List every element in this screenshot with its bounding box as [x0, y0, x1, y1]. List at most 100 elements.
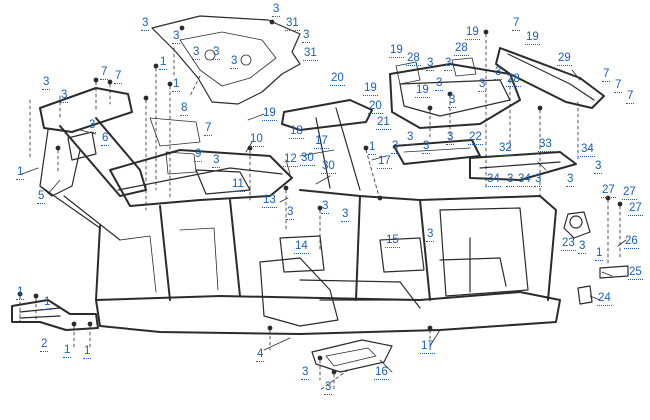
callout-19: 19: [415, 84, 430, 98]
callout-19: 19: [465, 26, 480, 40]
callout-16: 16: [374, 366, 389, 380]
leader-lines: [21, 69, 627, 373]
callout-1: 1: [63, 344, 72, 358]
callout-1: 1: [159, 56, 168, 70]
callout-13: 13: [262, 194, 277, 208]
callout-27: 27: [601, 184, 616, 198]
callout-3: 3: [230, 55, 239, 69]
callout-1: 1: [16, 166, 25, 180]
left-front-frame-section: [29, 87, 147, 241]
callout-3: 3: [341, 208, 350, 222]
callout-18: 18: [289, 125, 304, 139]
callout-33: 33: [538, 138, 553, 152]
rear-rack: [495, 47, 605, 161]
callout-3: 3: [448, 94, 457, 108]
callout-3: 3: [302, 29, 311, 43]
callout-3: 3: [506, 173, 515, 187]
callout-11: 11: [231, 178, 245, 192]
callout-23: 23: [561, 237, 576, 251]
callout-34: 34: [580, 143, 595, 157]
callout-3: 3: [594, 160, 603, 174]
callout-17: 17: [377, 155, 392, 169]
bolts: [17, 19, 623, 375]
callout-6: 6: [101, 132, 110, 146]
callout-20: 20: [368, 100, 383, 114]
callout-24: 24: [597, 292, 612, 306]
callout-3: 3: [422, 140, 431, 154]
callout-22: 22: [468, 131, 483, 145]
callout-3: 3: [272, 3, 281, 17]
callout-15: 15: [385, 234, 400, 248]
callout-28: 28: [506, 73, 521, 87]
callout-17: 17: [420, 340, 435, 354]
callout-10: 10: [249, 133, 264, 147]
callout-2: 2: [40, 338, 49, 352]
callout-3: 3: [88, 119, 97, 133]
callout-17: 17: [314, 135, 329, 149]
callout-3: 3: [426, 57, 435, 71]
callout-7: 7: [204, 122, 213, 136]
callout-3: 3: [391, 140, 400, 154]
callout-26: 26: [624, 235, 639, 249]
callout-3: 3: [321, 200, 330, 214]
callout-28: 28: [406, 52, 421, 66]
rear-brace: [469, 151, 577, 181]
callout-20: 20: [330, 72, 345, 86]
callout-3: 3: [444, 57, 453, 71]
callout-3: 3: [324, 381, 333, 395]
callout-3: 3: [212, 154, 221, 168]
callout-3: 3: [426, 228, 435, 242]
callout-9: 9: [194, 148, 203, 162]
callout-7: 7: [626, 90, 635, 104]
callout-27: 27: [628, 202, 643, 216]
callout-4: 4: [256, 348, 265, 362]
callout-3: 3: [494, 66, 503, 80]
callout-3: 3: [301, 366, 310, 380]
callout-3: 3: [406, 131, 415, 145]
callout-3: 3: [435, 77, 444, 91]
callout-25: 25: [628, 266, 643, 280]
main-chassis: [95, 189, 561, 335]
callout-1: 1: [83, 345, 92, 359]
skid-plate: [311, 339, 393, 373]
callout-19: 19: [262, 107, 277, 121]
callout-1: 1: [16, 286, 25, 300]
callout-1: 1: [43, 296, 52, 310]
callout-19: 19: [389, 44, 404, 58]
callout-8: 8: [180, 102, 189, 116]
callout-12: 12: [283, 153, 298, 167]
rear-sub-frame: [389, 57, 521, 129]
callout-31: 31: [285, 17, 300, 31]
callout-7: 7: [100, 66, 109, 80]
callout-1: 1: [172, 78, 181, 92]
callout-7: 7: [602, 68, 611, 82]
callout-3: 3: [578, 240, 587, 254]
callout-7: 7: [614, 79, 623, 93]
callout-3: 3: [534, 173, 543, 187]
callout-5: 5: [37, 190, 46, 204]
callout-30: 30: [300, 152, 315, 166]
callout-3: 3: [286, 206, 295, 220]
callout-34: 34: [486, 173, 501, 187]
callout-1: 1: [368, 141, 377, 155]
battery-tray: [393, 139, 481, 165]
callout-32: 32: [498, 142, 513, 156]
callout-29: 29: [557, 52, 572, 66]
callout-21: 21: [376, 116, 391, 130]
engine-guard-plate: [151, 15, 301, 105]
fasteners-left: [19, 33, 541, 393]
callout-14: 14: [294, 240, 309, 254]
front-bumper: [11, 299, 99, 331]
callout-3: 3: [141, 17, 150, 31]
callout-34: 34: [517, 173, 532, 187]
callout-1: 1: [595, 247, 604, 261]
upper-middle-frame: [109, 117, 293, 207]
callout-31: 31: [303, 47, 318, 61]
callout-3: 3: [42, 76, 51, 90]
callout-3: 3: [192, 46, 201, 60]
callout-3: 3: [478, 78, 487, 92]
callout-3: 3: [566, 173, 575, 187]
callout-19: 19: [525, 31, 540, 45]
callout-3: 3: [60, 89, 69, 103]
